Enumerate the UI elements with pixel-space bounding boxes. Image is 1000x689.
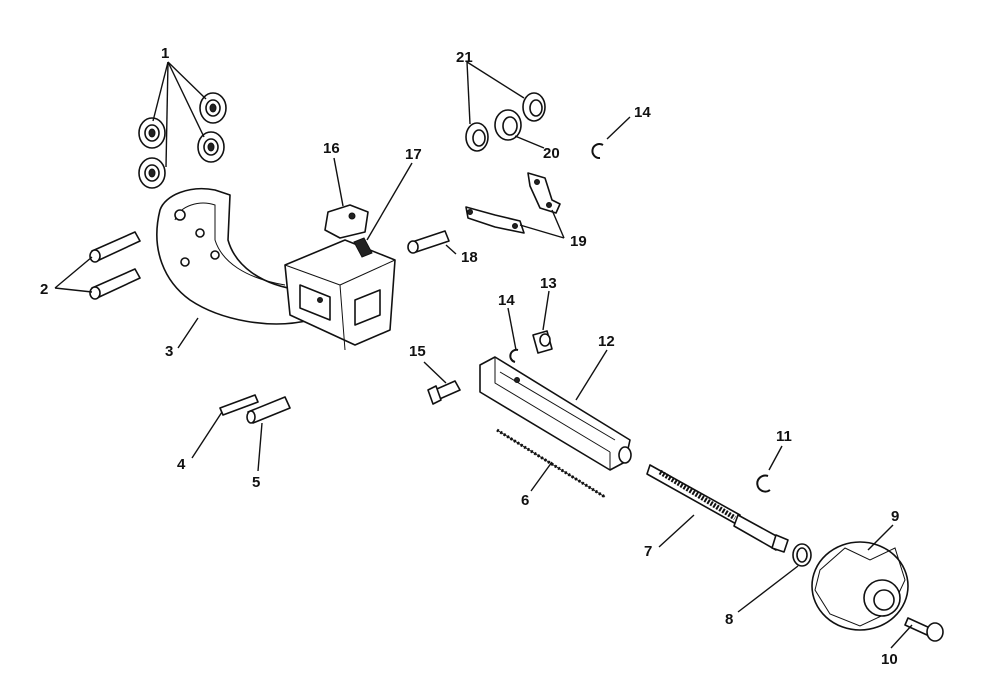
- callout-17: 17: [405, 146, 422, 163]
- part-19-links: [465, 172, 561, 234]
- callout-1: 1: [161, 45, 169, 62]
- part-12-slide: [479, 356, 632, 471]
- callout-11: 11: [776, 428, 792, 445]
- callout-19: 19: [570, 233, 587, 250]
- leader-lines: [54, 61, 913, 649]
- callout-16: 16: [323, 140, 340, 157]
- part-16-roller-holder: [324, 204, 369, 239]
- callout-14-upper: 14: [634, 104, 651, 121]
- part-20-roller: [494, 109, 522, 141]
- part-10-screw: [904, 617, 944, 642]
- callout-15: 15: [409, 343, 426, 360]
- callout-2: 2: [40, 281, 48, 298]
- callout-7: 7: [644, 543, 652, 560]
- part-14-e-clip-b: [509, 348, 519, 363]
- part-18-pin: [407, 230, 450, 254]
- callout-14-lower: 14: [498, 292, 515, 309]
- callout-12: 12: [598, 333, 615, 350]
- callout-3: 3: [165, 343, 173, 360]
- part-15-bolt: [427, 380, 461, 405]
- part-9-knob: [811, 541, 909, 631]
- callout-18: 18: [461, 249, 478, 266]
- callout-9: 9: [891, 508, 899, 525]
- part-5-short-pin: [246, 396, 291, 424]
- part-3-frame: [156, 187, 396, 351]
- part-2-pins: [89, 231, 141, 300]
- part-14-e-clip-a: [591, 143, 604, 159]
- part-8-washer: [792, 543, 812, 567]
- part-7-feed-screw: [646, 464, 789, 553]
- callout-13: 13: [540, 275, 557, 292]
- callout-4: 4: [177, 456, 186, 473]
- part-17-spring: [353, 237, 373, 258]
- part-11-retaining-ring: [756, 474, 771, 493]
- part-21-rollers: [465, 92, 546, 152]
- callout-labels: 1 2 3 4 5 6 7 8 9 10 11 12 13 14 14 15 1…: [40, 45, 899, 668]
- callout-8: 8: [725, 611, 733, 628]
- callout-6: 6: [521, 492, 529, 509]
- callout-20: 20: [543, 145, 560, 162]
- part-1-cutter-wheels: [138, 92, 227, 189]
- callout-21: 21: [456, 49, 473, 66]
- callout-10: 10: [881, 651, 898, 668]
- callout-5: 5: [252, 474, 260, 491]
- part-13-nut: [532, 330, 553, 354]
